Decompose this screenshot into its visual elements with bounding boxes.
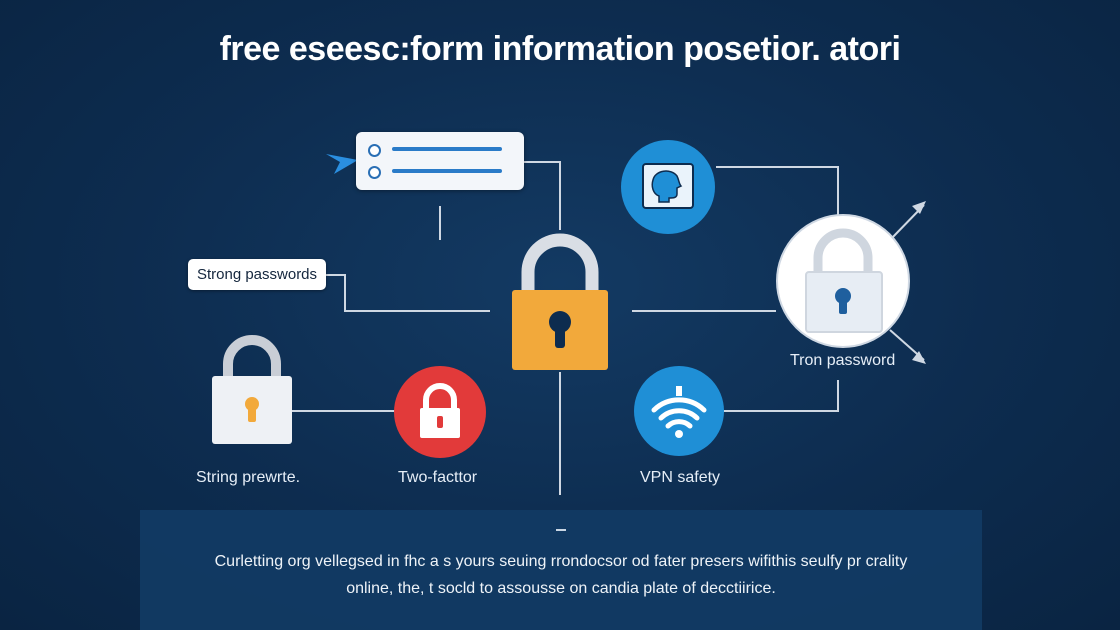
- red-padlock-icon: [394, 366, 486, 458]
- large-padlock-icon: [776, 214, 910, 348]
- label-vpn-safety: VPN safety: [640, 469, 721, 486]
- label-two-factor: Two-facttor: [398, 469, 478, 486]
- card-bullet: [368, 144, 381, 157]
- padlock-main-icon: [512, 233, 608, 370]
- caption-line-1: Curletting org vellegsed in fhc a s your…: [214, 553, 908, 570]
- caption-text: Curletting org vellegsed in fhc a s your…: [150, 548, 972, 602]
- label-tron-password: Tron password: [790, 352, 896, 369]
- caption-line-2: online, the, t socld to assousse on cand…: [346, 580, 776, 597]
- wifi-icon: [634, 366, 724, 456]
- card-bullet: [368, 166, 381, 179]
- label-string-prewrte: String prewrte.: [196, 469, 301, 486]
- card-line: [392, 147, 502, 151]
- card-line: [392, 169, 502, 173]
- pointer-arrow-icon: [326, 154, 358, 174]
- divider: [556, 529, 566, 531]
- face-id-icon: [621, 140, 715, 234]
- form-card-icon: [356, 132, 524, 190]
- strong-passwords-tag: Strong passwords: [188, 259, 326, 290]
- page-title: free eseesc:form information posetior. a…: [219, 30, 901, 68]
- padlock-small-icon: [212, 335, 292, 444]
